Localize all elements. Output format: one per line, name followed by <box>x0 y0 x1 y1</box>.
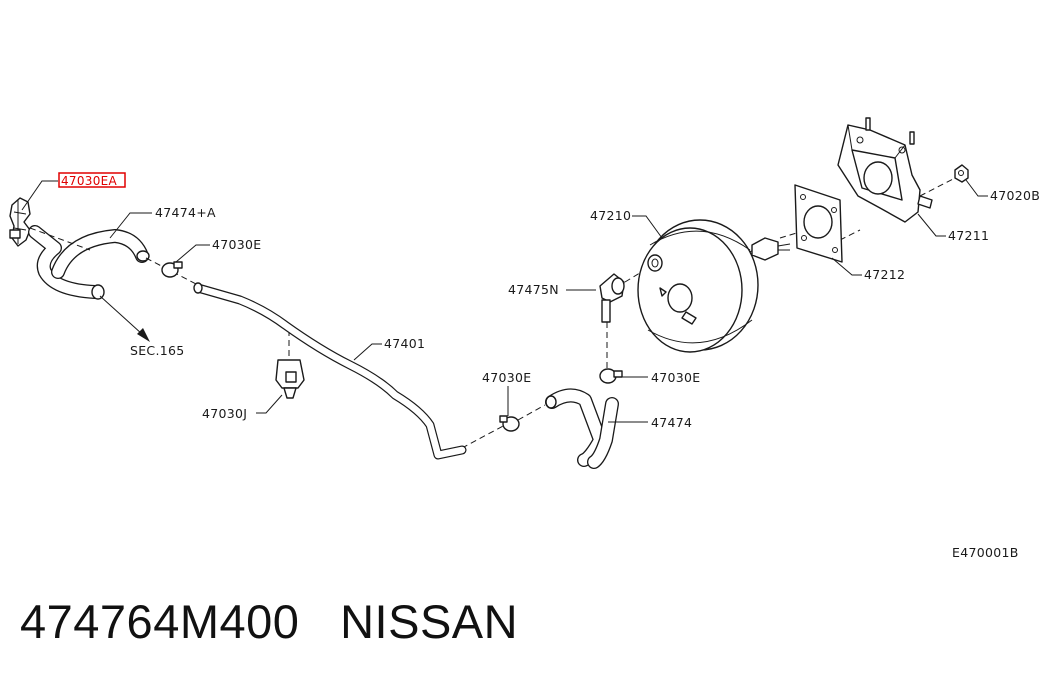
brake-booster-47210 <box>637 219 759 353</box>
label-47474-a: 47474+A <box>155 205 216 220</box>
bracket-47211 <box>837 117 933 223</box>
label-47030j: 47030J <box>202 406 247 421</box>
label-47475n: 47475N <box>508 282 559 297</box>
dash-line-1 <box>29 227 91 251</box>
clamp-right <box>599 368 623 384</box>
gasket-47212 <box>794 184 843 263</box>
leader-47211 <box>917 213 946 237</box>
highlight-box <box>58 172 126 188</box>
connector-47030ea <box>9 197 31 247</box>
part-caption: 474764M400 NISSAN <box>20 598 518 645</box>
leader-47210 <box>632 215 663 239</box>
leader-47030ea <box>21 180 58 211</box>
booster-rod <box>751 237 791 261</box>
label-clamp-mid: 47030E <box>482 370 531 385</box>
leader-47401 <box>353 343 382 361</box>
hose-47474 <box>545 388 619 469</box>
leader-47474-a <box>109 212 152 239</box>
leader-47030j <box>256 394 283 414</box>
clamp-mid <box>499 415 520 432</box>
dash-line-10 <box>839 229 861 241</box>
hose-47474-a <box>28 225 150 300</box>
leader-clamp-upper <box>175 244 210 263</box>
nut-47020b <box>954 164 969 183</box>
label-47020b: 47020B <box>990 188 1040 203</box>
label-47211: 47211 <box>948 228 989 243</box>
label-47474: 47474 <box>651 415 692 430</box>
brand-name: NISSAN <box>340 595 519 648</box>
tube-47401 <box>193 282 467 460</box>
dash-line-9 <box>779 231 801 239</box>
label-sec-165: SEC.165 <box>130 343 185 358</box>
label-47030ea: 47030EA <box>61 174 118 188</box>
sec-165-arrow <box>99 295 150 342</box>
leader-47212 <box>831 257 862 276</box>
check-valve-47475n <box>599 273 625 323</box>
dash-line-5 <box>517 404 546 421</box>
dash-line-11 <box>919 177 956 197</box>
diagram-code: E470001B <box>952 545 1019 560</box>
label-47210: 47210 <box>590 208 631 223</box>
label-47401: 47401 <box>384 336 425 351</box>
clamp-upper <box>161 261 183 278</box>
label-47212: 47212 <box>864 267 905 282</box>
clip-47030j <box>275 359 305 399</box>
label-clamp-upper: 47030E <box>212 237 261 252</box>
leader-47020b <box>965 179 988 197</box>
dash-line-4 <box>461 424 506 449</box>
label-clamp-right: 47030E <box>651 370 700 385</box>
part-number: 474764M400 <box>20 595 300 648</box>
